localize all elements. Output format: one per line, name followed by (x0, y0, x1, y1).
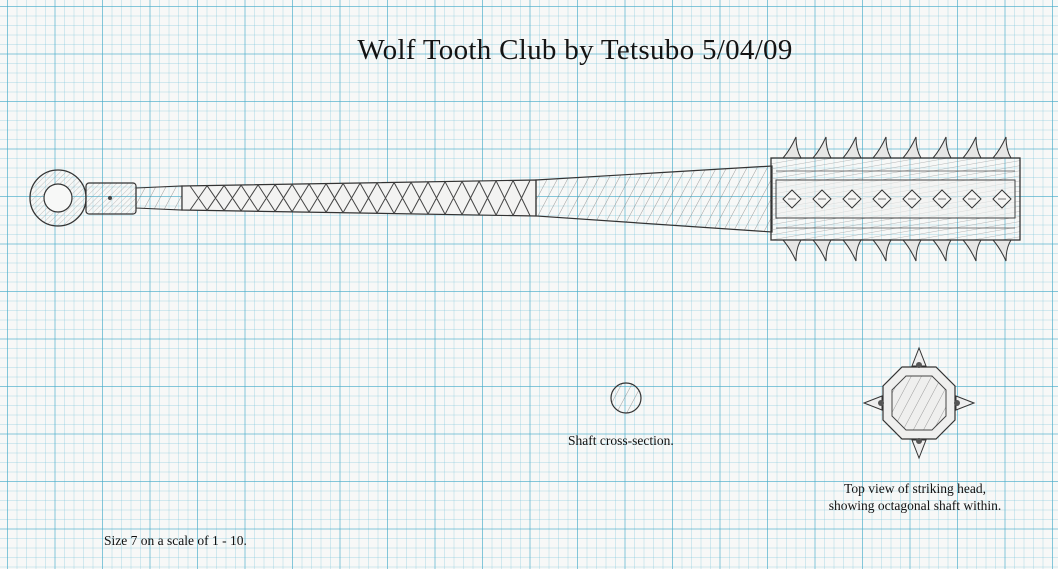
head-tooth-top (991, 136, 1012, 159)
head-tooth-bottom (781, 239, 802, 262)
head-tooth-top (961, 136, 982, 159)
diagram-title: Wolf Tooth Club by Tetsubo 5/04/09 (357, 34, 793, 66)
head-tooth-top (931, 136, 952, 159)
head-tooth-bottom (841, 239, 862, 262)
shaft-cross-section-drawing (610, 382, 642, 414)
head-tooth-bottom (901, 239, 922, 262)
top-view-caption-line2: showing octagonal shaft within. (828, 498, 1002, 513)
shaft-neck (135, 185, 183, 211)
head-top-view-drawing (862, 346, 976, 460)
head-tooth-bottom (961, 239, 982, 262)
head-tooth-top (811, 136, 832, 159)
head-tooth-bottom (811, 239, 832, 262)
head-tooth-top (841, 136, 862, 159)
head-tooth-top (871, 136, 892, 159)
top-view-caption-line1: Top view of striking head, (844, 481, 986, 496)
top-view-caption: Top view of striking head, showing octag… (800, 480, 1030, 514)
shaft-body (535, 165, 773, 233)
striking-head (770, 136, 1021, 262)
shaft-cross-section-caption: Shaft cross-section. (568, 433, 674, 448)
pommel-ring (29, 169, 87, 227)
head-tooth-bottom (931, 239, 952, 262)
head-tooth-bottom (991, 239, 1012, 262)
ring-ferrule (85, 182, 137, 215)
scale-caption: Size 7 on a scale of 1 - 10. (104, 533, 247, 548)
wrapped-grip (181, 179, 537, 217)
head-tooth-top (901, 136, 922, 159)
head-tooth-bottom (871, 239, 892, 262)
head-tooth-top (781, 136, 802, 159)
